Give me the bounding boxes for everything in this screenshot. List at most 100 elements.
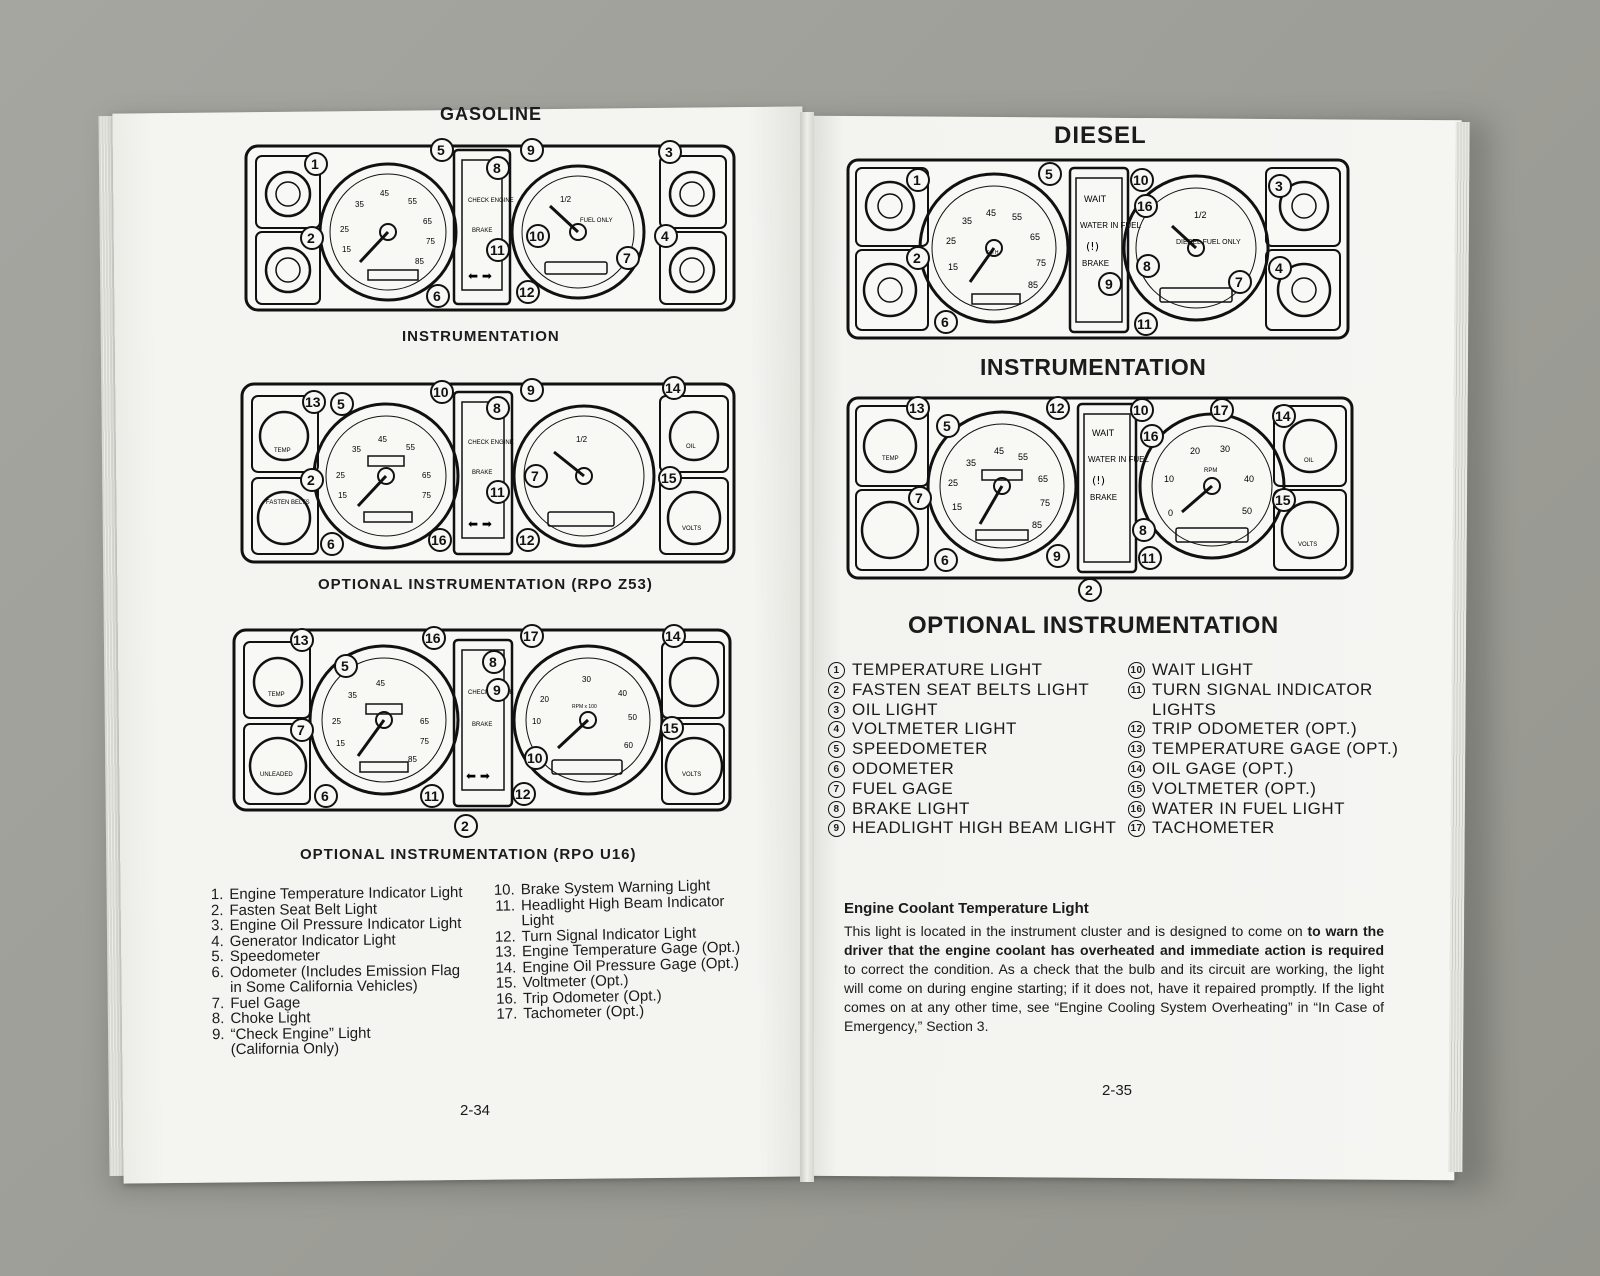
diesel-opt-wait-label: WAIT (1092, 428, 1115, 438)
legend-text: TRIP ODOMETER (OPT.) (1152, 719, 1358, 739)
svg-text:17: 17 (523, 628, 539, 644)
svg-text:50: 50 (1242, 506, 1252, 516)
svg-text:25: 25 (340, 225, 349, 234)
svg-text:75: 75 (1036, 258, 1046, 268)
svg-text:7: 7 (1235, 274, 1243, 290)
svg-text:15: 15 (663, 720, 679, 736)
left-page-title: GASOLINE (440, 104, 543, 124)
legend-number: 13 (1128, 741, 1145, 759)
legend-number (202, 980, 224, 996)
svg-text:85: 85 (1032, 520, 1042, 530)
svg-text:9: 9 (527, 142, 535, 158)
svg-text:35: 35 (962, 216, 972, 226)
legend-text: Engine Oil Pressure Indicator Light (229, 915, 462, 935)
svg-text:3: 3 (665, 144, 673, 160)
svg-text:20: 20 (1190, 446, 1200, 456)
svg-text:65: 65 (1030, 232, 1040, 242)
svg-text:75: 75 (1040, 498, 1050, 508)
svg-text:15: 15 (661, 470, 677, 486)
left-caption-1: INSTRUMENTATION (402, 328, 560, 345)
legend-text: in Some California Vehicles) (230, 977, 418, 997)
svg-text:45: 45 (376, 679, 385, 688)
legend-number: 4 (828, 721, 845, 739)
svg-text:50: 50 (628, 713, 637, 722)
svg-text:10: 10 (1133, 172, 1149, 188)
svg-text:35: 35 (348, 691, 357, 700)
svg-text:40: 40 (1244, 474, 1254, 484)
svg-text:6: 6 (433, 288, 441, 304)
legend-number: 7 (828, 780, 845, 798)
svg-text:9: 9 (493, 682, 501, 698)
check-engine-label: CHECK ENGINE (468, 198, 514, 204)
legend-text: OIL GAGE (OPT.) (1152, 758, 1294, 778)
svg-text:75: 75 (422, 491, 431, 500)
svg-text:11: 11 (424, 788, 439, 804)
diesel-temp-label: TEMP (882, 456, 899, 462)
svg-text:85: 85 (1028, 280, 1038, 290)
svg-text:11: 11 (490, 242, 505, 258)
legend-text: ODOMETER (852, 758, 955, 778)
svg-text:16: 16 (1137, 198, 1153, 214)
svg-text:14: 14 (1275, 408, 1291, 424)
legend-number: 17 (1128, 820, 1145, 838)
u16-volts-label: VOLTS (682, 772, 701, 778)
z53-check-engine-label: CHECK ENGINE (468, 440, 514, 446)
svg-text:15: 15 (342, 245, 351, 254)
volts-label: VOLTS (682, 526, 701, 532)
svg-text:45: 45 (380, 189, 389, 198)
svg-text:15: 15 (948, 262, 958, 272)
svg-text:30: 30 (1220, 444, 1230, 454)
svg-text:85: 85 (408, 755, 417, 764)
svg-text:17: 17 (1213, 402, 1229, 418)
brake-label: BRAKE (472, 228, 492, 234)
legend-number: 13. (494, 943, 517, 961)
legend-text: Light (521, 911, 555, 930)
svg-text:12: 12 (519, 284, 535, 300)
legend-number: 2 (828, 681, 845, 699)
svg-text:1: 1 (913, 172, 921, 188)
u16-unleaded-label: UNLEADED (260, 772, 293, 778)
diesel-volts-label: VOLTS (1298, 542, 1317, 548)
svg-text:(!): (!) (1092, 474, 1105, 487)
svg-text:15: 15 (952, 502, 962, 512)
legend-number: 1. (210, 886, 224, 904)
paragraph-part-1: This light is located in the instrument … (844, 923, 1308, 939)
svg-text:13: 13 (293, 632, 309, 648)
diesel-brake-label: BRAKE (1082, 259, 1109, 268)
diesel-optional-instrument-cluster-diagram: TEMP 45 35 55 65 75 85 25 15 WAIT WATER … (846, 396, 1354, 602)
paragraph-bold-warning: to warn the driver that the engine coola… (844, 923, 1384, 958)
legend-number: 10. (493, 881, 515, 899)
legend-number: 3 (828, 701, 845, 719)
legend-text: TEMPERATURE GAGE (OPT.) (1152, 739, 1399, 759)
section-heading: Engine Coolant Temperature Light (844, 900, 1089, 917)
svg-text:(!): (!) (1086, 240, 1099, 253)
svg-text:5: 5 (943, 418, 951, 434)
svg-text:45: 45 (378, 435, 387, 444)
legend-number: 16 (1128, 800, 1145, 818)
legend-number: 5. (211, 948, 224, 966)
svg-text:6: 6 (941, 552, 949, 568)
legend-text: Speedometer (229, 947, 321, 966)
svg-text:5: 5 (337, 396, 345, 412)
svg-text:25: 25 (336, 471, 345, 480)
legend-number: 15 (1128, 780, 1145, 798)
svg-text:8: 8 (493, 160, 501, 176)
svg-text:8: 8 (1139, 522, 1147, 538)
svg-text:45: 45 (986, 208, 996, 218)
svg-text:15: 15 (336, 739, 345, 748)
svg-text:60: 60 (624, 741, 633, 750)
legend-number: 12 (1128, 721, 1145, 739)
svg-text:45: 45 (994, 446, 1004, 456)
legend-text: FUEL GAGE (852, 778, 954, 798)
svg-text:65: 65 (420, 717, 429, 726)
right-page-number: 2-35 (1102, 1082, 1133, 1099)
temp-label: TEMP (274, 448, 291, 454)
